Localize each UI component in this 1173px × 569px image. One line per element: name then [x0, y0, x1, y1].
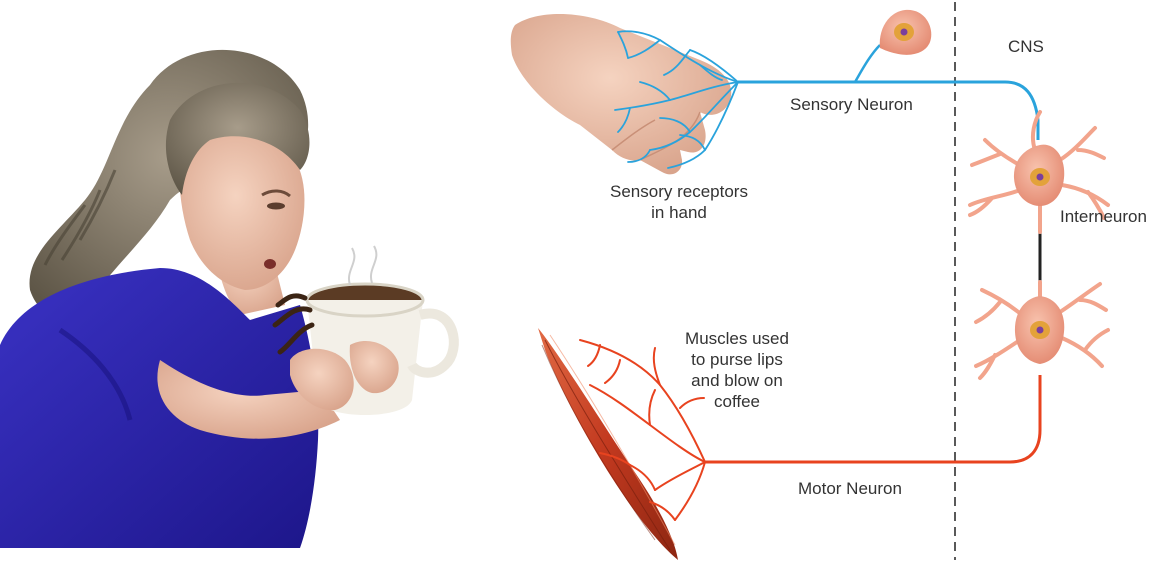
sensory-neuron-path: [738, 45, 1038, 140]
woman-illustration: [0, 50, 454, 548]
sensory-receptors-label: Sensory receptors in hand: [595, 181, 763, 223]
sensory-neuron-cell-body: [880, 10, 932, 55]
diagram-labels: CNS Sensory Neuron Interneuron Motor Neu…: [790, 37, 1147, 498]
muscle-illustration: [538, 328, 678, 560]
muscles-label: Muscles used to purse lips and blow on c…: [662, 328, 812, 412]
interneuron-label: Interneuron: [1060, 207, 1147, 226]
sensory-neuron-label: Sensory Neuron: [790, 95, 913, 114]
motor-neuron-cell: [976, 282, 1108, 378]
cns-label: CNS: [1008, 37, 1044, 56]
motor-neuron-label: Motor Neuron: [798, 479, 902, 498]
